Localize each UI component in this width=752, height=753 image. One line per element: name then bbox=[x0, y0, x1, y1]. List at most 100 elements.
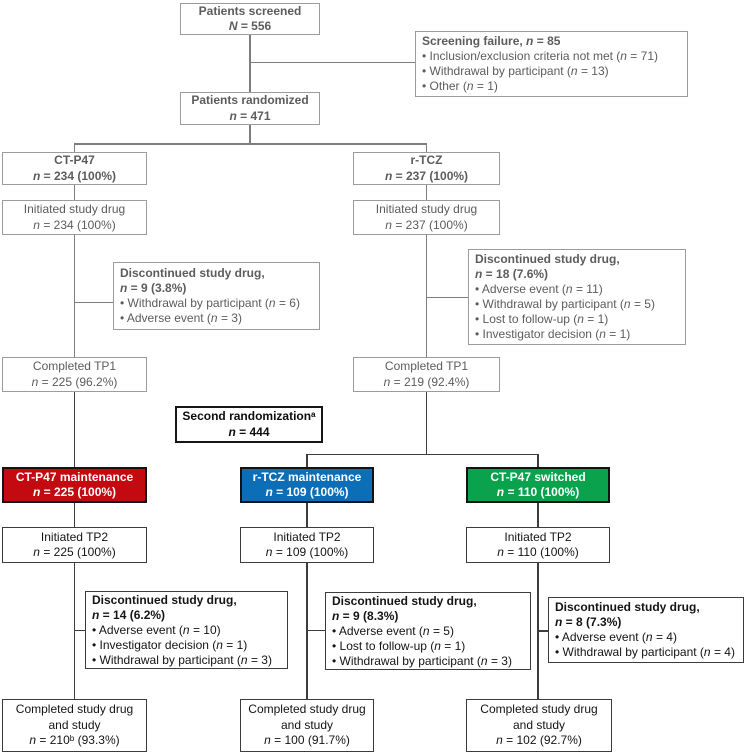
connector-init-comp-left bbox=[73, 234, 75, 357]
ctp47-arm-box: CT-P47 n = 234 (100%) bbox=[2, 152, 147, 185]
bullet-item: • Withdrawal by participant (n = 5) bbox=[475, 297, 655, 311]
connector-second-rand-split bbox=[306, 453, 539, 455]
box-line: n = 210ᵇ (93.3%) bbox=[29, 733, 120, 748]
box-line: Initiated study drug bbox=[23, 202, 126, 216]
completed-tp1-left-box: Completed TP1 n = 225 (96.2%) bbox=[2, 357, 147, 392]
bullet-item: • Adverse event (n = 4) bbox=[555, 630, 677, 644]
connector-comp-split bbox=[425, 392, 428, 455]
connector-init-comp-b bbox=[306, 563, 308, 699]
bullet-item: • Adverse event (n = 3) bbox=[120, 311, 242, 325]
box-line: Second randomizationᵃ bbox=[182, 409, 316, 423]
box-line: r-TCZ maintenance bbox=[252, 469, 362, 484]
box-line: and study bbox=[512, 717, 566, 732]
bullet-item: • Withdrawal by participant (n = 3) bbox=[92, 652, 272, 667]
discontinued-tp2-b-box: Discontinued study drug, n = 9 (8.3%) • … bbox=[325, 592, 531, 670]
box-line: n = 237 (100%) bbox=[384, 168, 469, 183]
initiated-tp2-a-box: Initiated TP2 n = 225 (100%) bbox=[2, 527, 147, 563]
box-line: Completed TP1 bbox=[32, 359, 117, 373]
patients-screened-box: Patients screened N = 556 bbox=[180, 3, 320, 35]
completed-study-c-box: Completed study drug and study n = 102 (… bbox=[466, 699, 612, 752]
box-line: and study bbox=[280, 717, 334, 732]
bullet-item: • Withdrawal by participant (n = 13) bbox=[422, 64, 609, 78]
box-line: n = 225 (96.2%) bbox=[31, 374, 118, 389]
connector-init-comp-a bbox=[73, 563, 75, 699]
second-randomization-box: Second randomizationᵃ n = 444 bbox=[175, 406, 323, 443]
box-line: Completed study drug bbox=[15, 702, 134, 717]
box-line: n = 219 (92.4%) bbox=[383, 374, 470, 389]
connector-to-rtcz bbox=[425, 143, 428, 152]
completed-study-b-box: Completed study drug and study n = 100 (… bbox=[240, 699, 374, 752]
box-title: Discontinued study drug, bbox=[332, 593, 477, 608]
bullet-item: • Lost to follow-up (n = 1) bbox=[475, 312, 609, 326]
connector-ctp47-init bbox=[73, 185, 75, 200]
box-line: Initiated TP2 bbox=[40, 529, 109, 544]
box-line: Patients randomized bbox=[191, 93, 309, 107]
bullet-item: • Withdrawal by participant (n = 3) bbox=[332, 653, 512, 668]
completed-study-a-box: Completed study drug and study n = 210ᵇ … bbox=[2, 699, 147, 752]
box-title: n = 18 (7.6%) bbox=[475, 267, 549, 281]
box-line: Initiated TP2 bbox=[504, 529, 572, 544]
box-line: n = 109 (100%) bbox=[265, 545, 349, 559]
box-line: n = 471 bbox=[229, 108, 271, 123]
box-line: and study bbox=[48, 717, 101, 732]
box-line: n = 234 (100%) bbox=[32, 168, 117, 183]
box-line: n = 225 (100%) bbox=[32, 485, 117, 499]
connector-randomized-split bbox=[249, 125, 251, 143]
connector-rtcz-init bbox=[425, 185, 428, 200]
connector-screened-randomized bbox=[249, 35, 251, 92]
box-line: n = 110 (100%) bbox=[496, 485, 580, 499]
connector-arm-a-init bbox=[73, 503, 75, 527]
screening-failure-box: Screening failure, n = 85 • Inclusion/ex… bbox=[415, 31, 688, 97]
box-line: n = 444 bbox=[228, 424, 270, 439]
box-line: n = 237 (100%) bbox=[385, 217, 468, 232]
bullet-item: • Lost to follow-up (n = 1) bbox=[332, 638, 466, 653]
connector-screening-failure bbox=[250, 61, 415, 63]
box-line: CT-P47 maintenance bbox=[15, 469, 134, 484]
initiated-drug-left-box: Initiated study drug n = 234 (100%) bbox=[2, 200, 147, 235]
box-line: n = 100 (91.7%) bbox=[264, 733, 350, 748]
box-title: n = 8 (7.3%) bbox=[555, 615, 622, 629]
box-title: n = 14 (6.2%) bbox=[92, 607, 166, 622]
connector-to-ctp47 bbox=[73, 143, 75, 152]
box-line: Initiated TP2 bbox=[273, 529, 341, 544]
box-title: Discontinued study drug, bbox=[120, 266, 265, 280]
box-line: n = 109 (100%) bbox=[265, 485, 349, 499]
box-line: n = 234 (100%) bbox=[33, 217, 116, 232]
box-line: N = 556 bbox=[228, 19, 272, 33]
rtcz-maintenance-box: r-TCZ maintenance n = 109 (100%) bbox=[240, 467, 374, 503]
connector-randomization-split bbox=[73, 143, 427, 145]
box-line: n = 110 (100%) bbox=[497, 545, 579, 559]
discontinued-tp1-left-box: Discontinued study drug, n = 9 (3.8%) • … bbox=[113, 262, 320, 330]
bullet-item: • Adverse event (n = 10) bbox=[92, 622, 221, 637]
connector-disc-tp2-b bbox=[307, 629, 325, 631]
box-line: Completed study drug bbox=[248, 702, 366, 717]
box-line: Initiated study drug bbox=[375, 202, 478, 216]
ctp47-switched-box: CT-P47 switched n = 110 (100%) bbox=[466, 467, 610, 503]
box-title: Discontinued study drug, bbox=[92, 592, 237, 607]
box-title: Discontinued study drug, bbox=[555, 600, 700, 614]
bullet-item: • Withdrawal by participant (n = 6) bbox=[120, 296, 300, 310]
bullet-item: • Adverse event (n = 11) bbox=[475, 282, 603, 296]
box-line: Completed TP1 bbox=[384, 359, 469, 373]
box-line: CT-P47 bbox=[54, 153, 95, 167]
bullet-item: • Other (n = 1) bbox=[422, 79, 498, 93]
box-line: CT-P47 switched bbox=[490, 469, 586, 484]
box-title: n = 9 (8.3%) bbox=[332, 608, 399, 623]
discontinued-tp1-right-box: Discontinued study drug, n = 18 (7.6%) •… bbox=[468, 249, 686, 345]
box-line: n = 102 (92.7%) bbox=[496, 733, 582, 748]
bullet-item: • Investigator decision (n = 1) bbox=[92, 637, 248, 652]
connector-arm-b-init bbox=[306, 503, 308, 527]
initiated-drug-right-box: Initiated study drug n = 237 (100%) bbox=[353, 200, 500, 235]
bullet-item: • Adverse event (n = 5) bbox=[332, 623, 454, 638]
connector-disc-tp2-c bbox=[538, 630, 548, 632]
initiated-tp2-b-box: Initiated TP2 n = 109 (100%) bbox=[240, 527, 374, 563]
box-line: Patients screened bbox=[198, 3, 302, 18]
connector-disc-tp1-left bbox=[74, 301, 113, 303]
connector-to-rtcz-maint bbox=[306, 453, 308, 468]
bullet-item: • Inclusion/exclusion criteria not met (… bbox=[422, 49, 658, 63]
connector-disc-tp2-a bbox=[74, 629, 85, 631]
patients-randomized-box: Patients randomized n = 471 bbox=[180, 92, 320, 125]
rtcz-arm-box: r-TCZ n = 237 (100%) bbox=[353, 152, 500, 185]
box-title: Screening failure, n = 85 bbox=[422, 34, 561, 48]
